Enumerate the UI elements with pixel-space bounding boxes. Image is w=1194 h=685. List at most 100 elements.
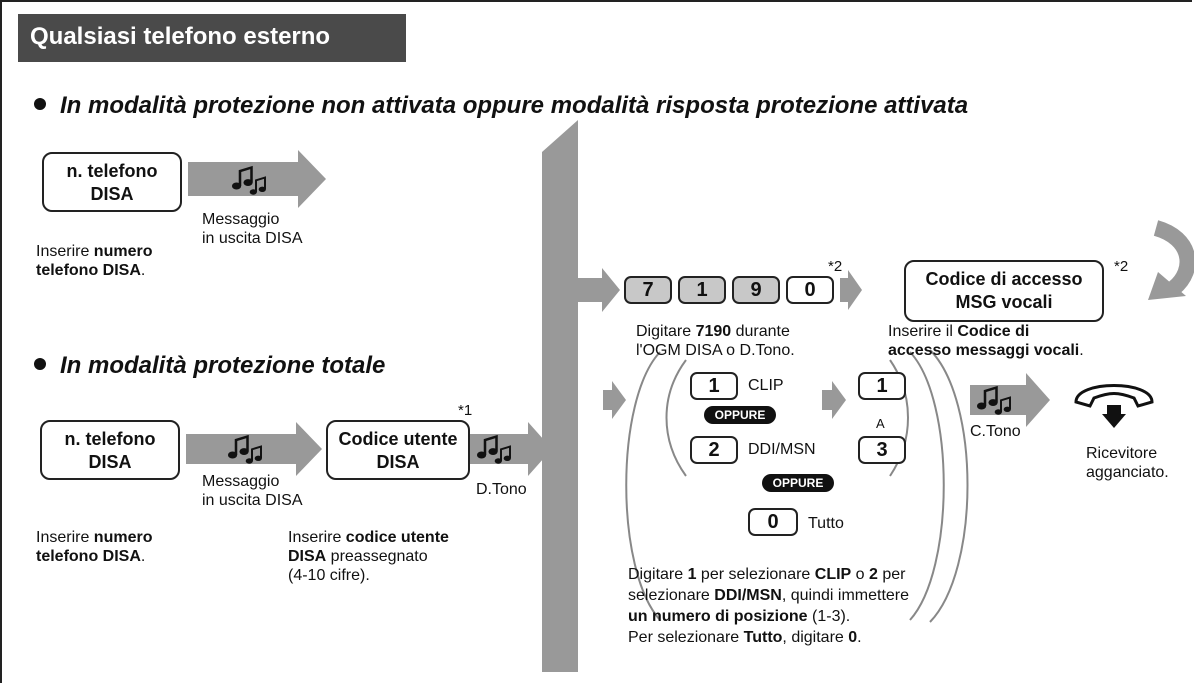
instr-text: (4-10 cifre). <box>288 567 370 584</box>
ogm-line1: Messaggio <box>202 473 280 490</box>
user-box-line2: DISA <box>376 452 420 472</box>
instr-text: Inserire <box>36 529 94 546</box>
ddi-label: DDI/MSN <box>748 441 816 458</box>
instr-bold: accesso messaggi vocali <box>888 342 1080 359</box>
instr-text: . <box>857 629 862 646</box>
key-0-tutto[interactable]: 0 <box>748 508 798 536</box>
instr-bold: 0 <box>848 629 858 646</box>
page-title: Qualsiasi telefono esterno <box>18 14 406 62</box>
key-1[interactable]: 1 <box>678 276 726 304</box>
key-1-clip[interactable]: 1 <box>690 372 738 400</box>
instr-bold: 1 <box>687 566 697 583</box>
instr-text: selezionare <box>628 587 715 604</box>
instr-text: (1-3). <box>807 608 851 625</box>
user-box-line1: Codice utente <box>338 429 458 449</box>
ogm-label-2: Messaggio in uscita DISA <box>202 472 302 510</box>
instr-text: l'OGM DISA o D.Tono. <box>636 342 795 359</box>
small-arrow-3 <box>603 381 626 419</box>
ogm-label-1: Messaggio in uscita DISA <box>202 210 302 248</box>
disa-box-line1: n. telefono <box>66 161 158 181</box>
access-instruction: Inserire il Codice di accesso messaggi v… <box>888 322 1084 360</box>
section2-instruction: Inserire numero telefono DISA. <box>36 528 152 566</box>
instr-text: per selezionare <box>696 566 815 583</box>
instr-text: per <box>877 566 906 583</box>
selection-instruction: Digitare 1 per selezionare CLIP o 2 per … <box>628 564 909 648</box>
instr-text: , quindi immettere <box>781 587 910 604</box>
instr-bold: telefono DISA <box>36 548 141 565</box>
key-9[interactable]: 9 <box>732 276 780 304</box>
tutto-label: Tutto <box>808 515 844 532</box>
section1-heading: In modalità protezione non attivata oppu… <box>34 92 968 120</box>
handset-icon <box>1074 384 1154 428</box>
instr-text: durante <box>731 323 790 340</box>
instr-text: preassegnato <box>326 548 428 565</box>
user-code-instruction: Inserire codice utente DISA preassegnato… <box>288 528 449 585</box>
position-key-1[interactable]: 1 <box>858 372 906 400</box>
instr-text: Inserire <box>36 243 94 260</box>
hangup-line1: Ricevitore <box>1086 445 1158 462</box>
note-ref-3: *2 <box>1114 258 1129 275</box>
instr-bold: CLIP <box>814 566 852 583</box>
instr-text: Inserire il <box>888 323 958 340</box>
tone-arrow-3 <box>470 422 552 476</box>
section2-heading-text: In modalità protezione totale <box>60 352 386 379</box>
position-key-3[interactable]: 3 <box>858 436 906 464</box>
instr-bold: Tutto <box>743 629 783 646</box>
ogm-line1: Messaggio <box>202 211 280 228</box>
instr-text: Inserire <box>288 529 346 546</box>
dtone-label: D.Tono <box>476 481 527 498</box>
instr-bold: DDI/MSN <box>714 587 782 604</box>
note-ref-2: *2 <box>828 258 843 275</box>
instr-text: Digitare <box>628 566 688 583</box>
ogm-line2: in uscita DISA <box>202 492 303 509</box>
small-arrow-4 <box>822 381 846 419</box>
section2-heading: In modalità protezione totale <box>34 352 385 380</box>
instr-bold: DISA <box>288 548 327 565</box>
instr-text: . <box>140 548 146 565</box>
instr-text: Per selezionare <box>628 629 744 646</box>
hangup-line2: agganciato. <box>1086 464 1169 481</box>
tone-arrow-4 <box>970 373 1050 427</box>
instr-bold: numero <box>93 243 153 260</box>
disa-box-line2: DISA <box>88 452 132 472</box>
instr-text: o <box>851 566 870 583</box>
access-box-line1: Codice di accesso <box>925 269 1083 289</box>
bullet-icon <box>34 357 46 370</box>
disa-number-box-2: n. telefono DISA <box>40 420 180 480</box>
ogm-line2: in uscita DISA <box>202 230 303 247</box>
instr-bold: codice utente <box>345 529 449 546</box>
key-0[interactable]: 0 <box>786 276 834 304</box>
key-2-ddi[interactable]: 2 <box>690 436 738 464</box>
instr-text: Digitare <box>636 323 696 340</box>
instr-bold: 2 <box>869 566 878 583</box>
access-code-box: Codice di accesso MSG vocali <box>904 260 1104 322</box>
section1-instruction: Inserire numero telefono DISA. <box>36 242 152 280</box>
disa-box-line1: n. telefono <box>64 429 156 449</box>
note-ref-1: *1 <box>458 402 473 419</box>
instr-text: . <box>140 262 146 279</box>
instr-bold: 7190 <box>695 323 732 340</box>
ctone-label: C.Tono <box>970 423 1021 440</box>
oppure-badge-2: OPPURE <box>762 474 834 492</box>
disa-box-line2: DISA <box>90 184 134 204</box>
oppure-badge-1: OPPURE <box>704 406 776 424</box>
range-symbol: A <box>876 416 885 431</box>
keys-instruction: Digitare 7190 durante l'OGM DISA o D.Ton… <box>636 322 795 360</box>
return-arrow <box>1148 220 1194 300</box>
key-7[interactable]: 7 <box>624 276 672 304</box>
instr-text: . <box>1079 342 1084 359</box>
tone-arrow-1 <box>188 150 326 208</box>
bracket <box>542 120 578 672</box>
instr-bold: telefono DISA <box>36 262 141 279</box>
disa-number-box: n. telefono DISA <box>42 152 182 212</box>
hangup-label: Ricevitore agganciato. <box>1086 444 1169 482</box>
section1-heading-text: In modalità protezione non attivata oppu… <box>60 92 969 119</box>
tone-arrow-2 <box>186 422 322 476</box>
small-arrow-2 <box>840 270 862 310</box>
access-box-line2: MSG vocali <box>955 292 1053 312</box>
instr-text: , digitare <box>782 629 849 646</box>
small-arrow-1 <box>578 268 620 312</box>
